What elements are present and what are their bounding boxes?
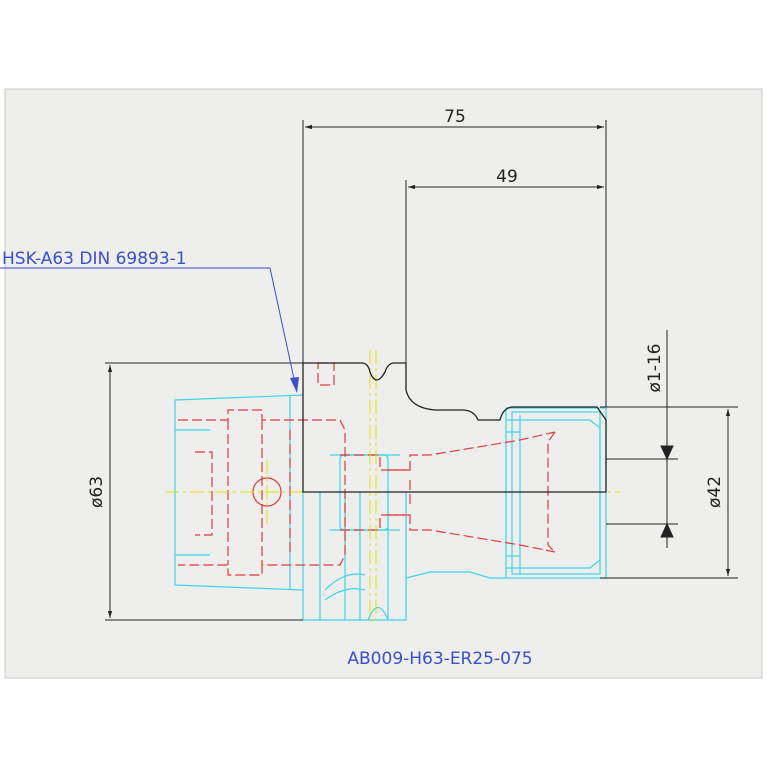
dim-overall-length: 75 (444, 107, 466, 127)
leader (0, 267, 297, 389)
extension-lines (105, 120, 738, 621)
dim-clamping-range: ø1-16 (645, 344, 665, 393)
leader-arrow (290, 377, 299, 393)
drawing-frame (4, 88, 763, 679)
leader-label: HSK-A63 DIN 69893-1 (2, 249, 187, 269)
dim-nose-length: 49 (496, 167, 518, 187)
part-number: AB009-H63-ER25-075 (347, 649, 532, 669)
section-outline (302, 362, 607, 493)
dimension-lines (107, 124, 731, 618)
dim-nut-diameter: ø42 (705, 476, 725, 508)
dim-flange-diameter: ø63 (87, 476, 107, 508)
